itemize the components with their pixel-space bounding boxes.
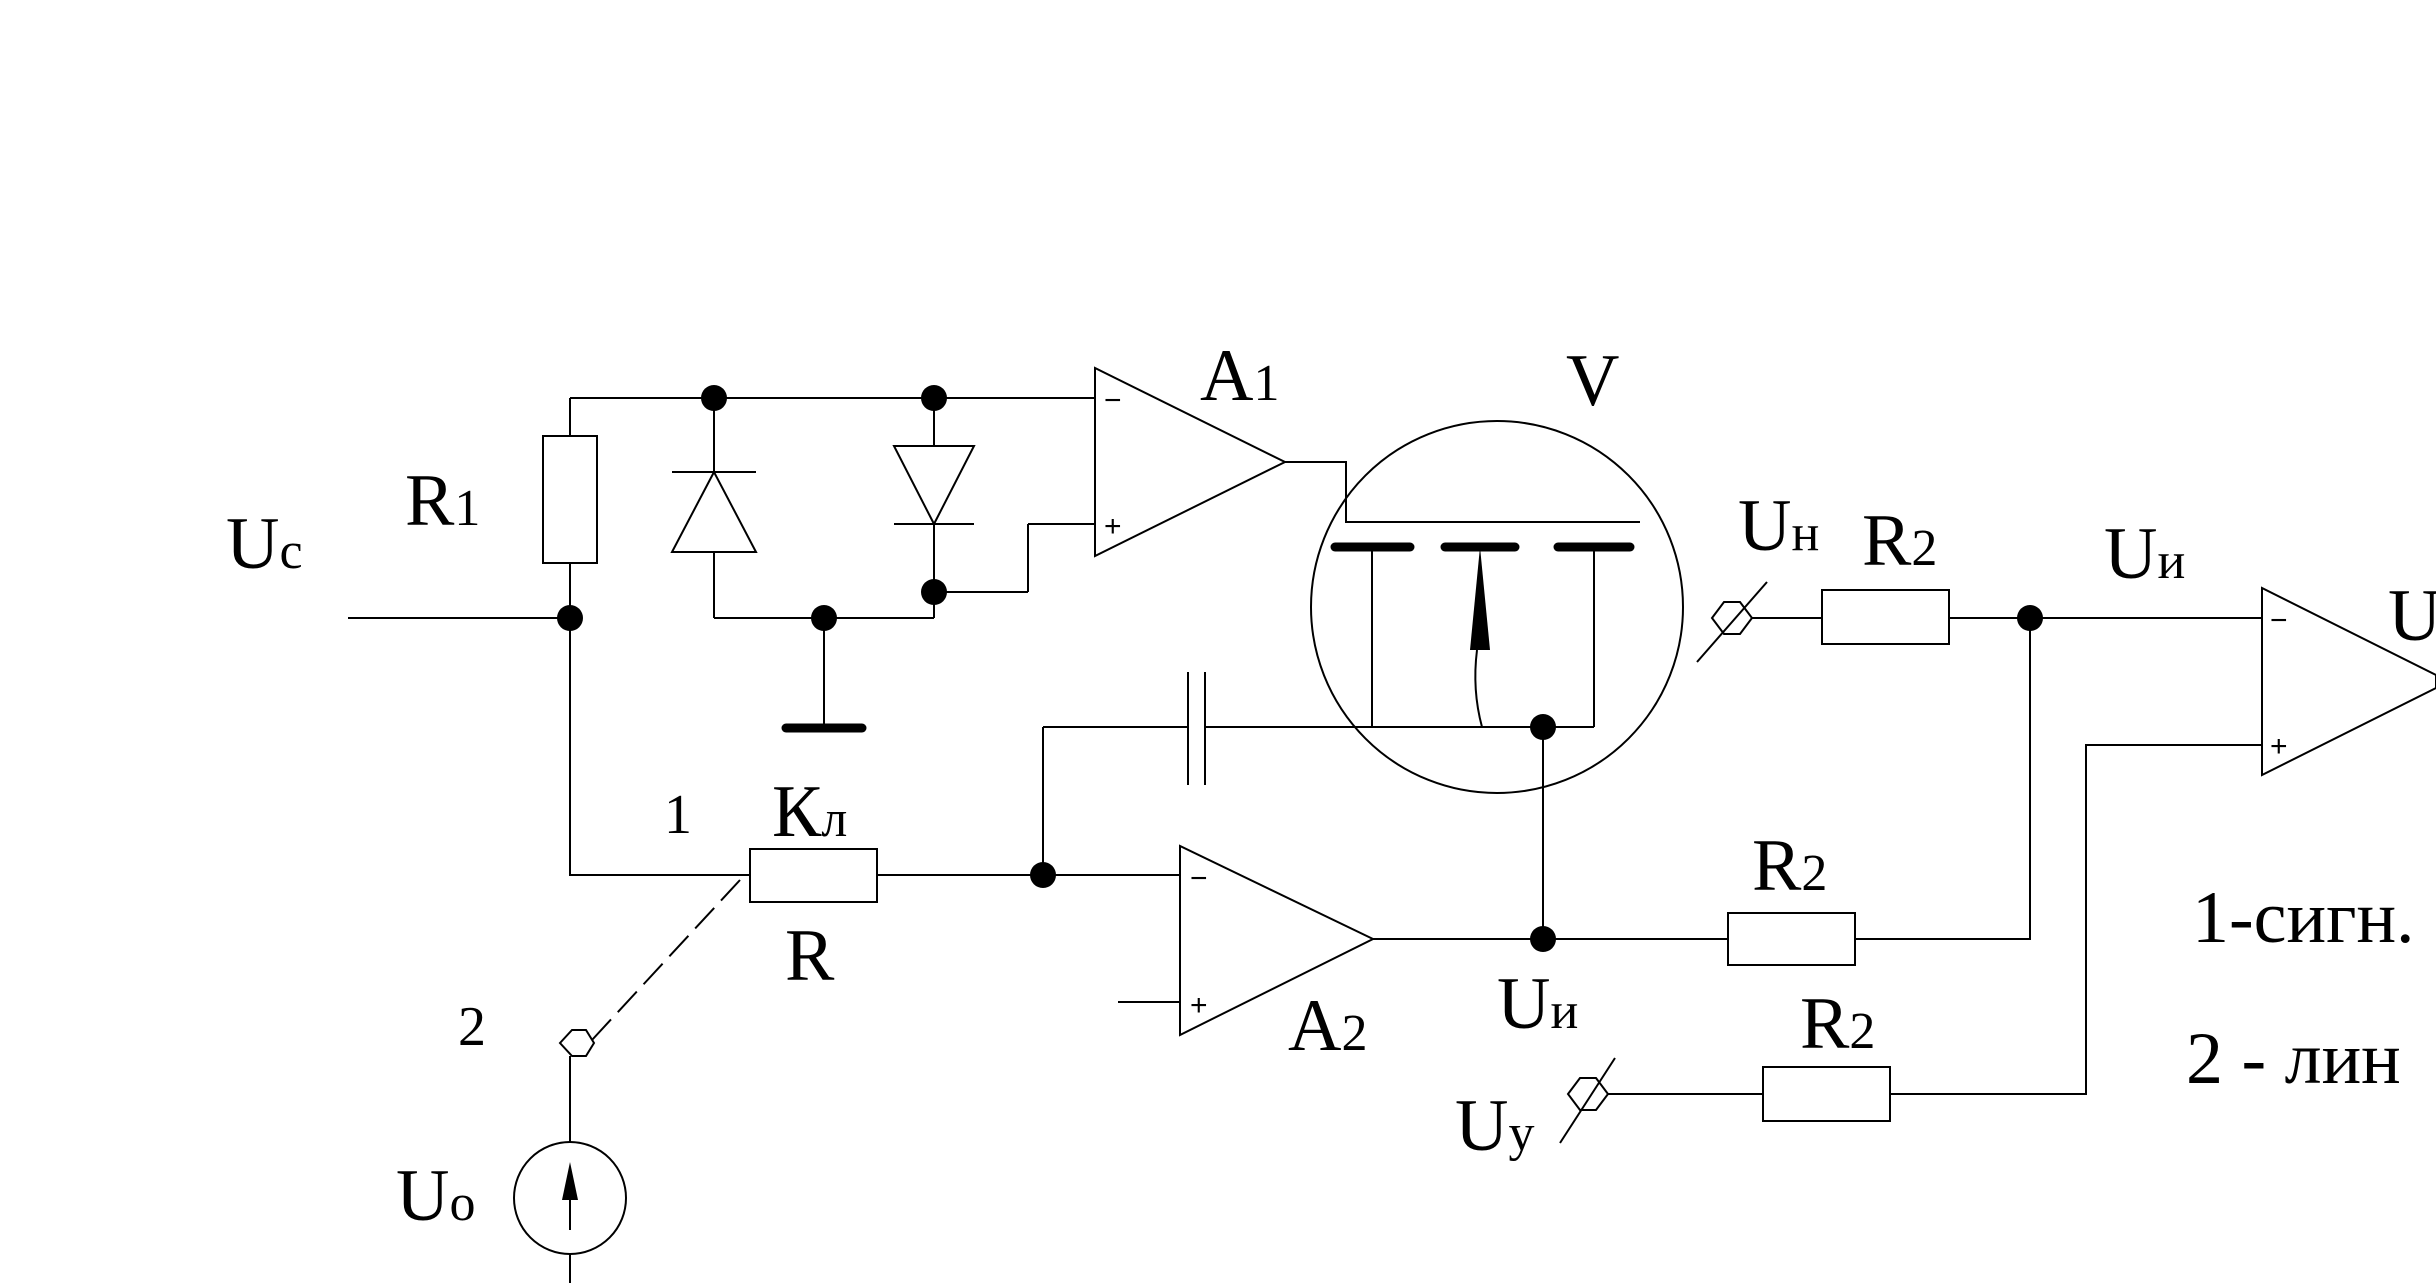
label-ui-top: Uи <box>2104 513 2185 595</box>
diode-bottom-rail <box>714 523 1095 619</box>
legend-line-1: 1-сигн. <box>2192 877 2415 959</box>
label-r2-bot: R2 <box>1800 983 1875 1065</box>
source-uo <box>513 1056 627 1283</box>
opamp-right-minus: − <box>2270 604 2288 637</box>
opamp-a2-plus: + <box>1190 989 1208 1022</box>
resistor-r2-top <box>1821 589 2262 645</box>
resistor-r2-mid <box>1727 618 2031 966</box>
legend-line-2: 2 - лин <box>2186 1018 2401 1100</box>
label-un: Uн <box>1738 485 1819 567</box>
opamp-a2-minus: − <box>1190 862 1208 895</box>
resistor-r1 <box>542 398 598 618</box>
label-v: V <box>1566 340 1619 422</box>
opamp-a1-minus: − <box>1104 384 1122 417</box>
label-kl: Кл <box>772 771 847 853</box>
label-r2-mid: R2 <box>1752 825 1827 907</box>
label-position-2: 2 <box>458 996 486 1058</box>
node-a2-minus <box>1030 862 1056 888</box>
opamp-right: − + <box>2261 586 2436 777</box>
label-uc: Uc <box>226 503 303 585</box>
label-r: R <box>785 915 835 997</box>
label-uy: Uy <box>1455 1085 1534 1167</box>
a1-output-wire <box>1285 461 1640 523</box>
opamp-a1-plus: + <box>1104 510 1122 543</box>
wire-to-switch <box>569 618 750 876</box>
ground-symbol <box>781 618 867 733</box>
a2-output-wire <box>1373 727 1728 940</box>
terminal-un <box>1696 581 1822 663</box>
resistor-r <box>749 848 1180 903</box>
label-r2-top: R2 <box>1862 500 1937 582</box>
opamp-a2: − + <box>1118 844 1376 1037</box>
switch-kl <box>558 879 741 1057</box>
opamp-right-plus: + <box>2270 730 2288 763</box>
diode-1 <box>670 398 758 618</box>
label-ui-mid: Uи <box>1497 963 1578 1045</box>
diode-2 <box>892 398 976 592</box>
label-a2: A2 <box>1288 985 1367 1067</box>
label-a1: A1 <box>1200 335 1279 417</box>
node-ui-top <box>2017 605 2043 631</box>
node-a2-output <box>1530 926 1556 952</box>
label-position-1: 1 <box>664 784 692 846</box>
capacitor-feedback <box>1042 672 1594 875</box>
terminal-uy <box>1559 1057 1763 1144</box>
tube-v <box>1310 420 1684 794</box>
opamp-a1: − + <box>1094 366 1288 558</box>
label-r1: R1 <box>405 460 480 542</box>
node-diode-2-bottom <box>921 579 947 605</box>
label-uo: Uo <box>396 1155 475 1237</box>
resistor-r2-bot <box>1762 744 2262 1122</box>
label-u-right-partial: U <box>2388 575 2436 657</box>
